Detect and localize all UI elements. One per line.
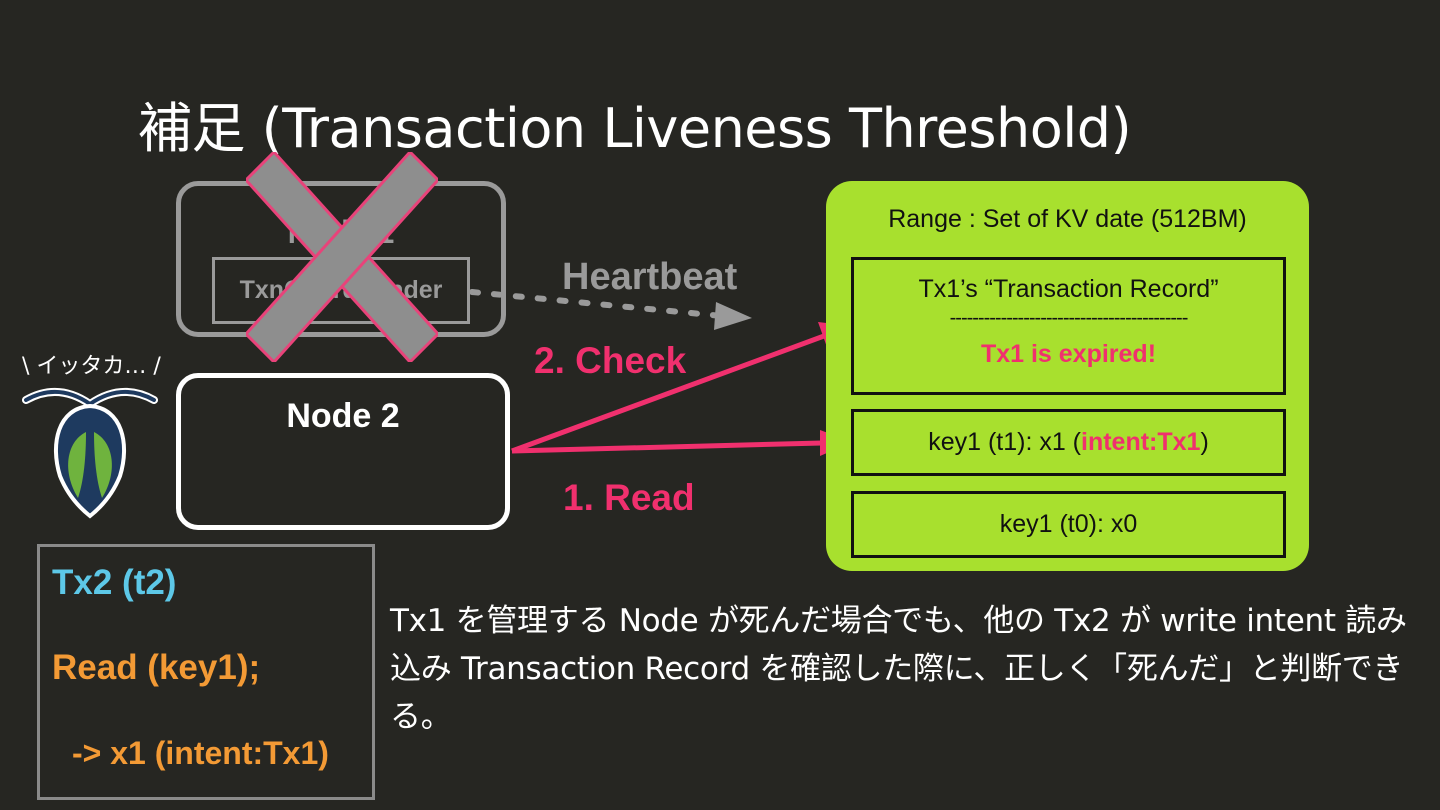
node2-label: Node 2 [176, 397, 510, 436]
heartbeat-arrowhead [714, 302, 752, 330]
transaction-record-title: Tx1’s “Transaction Record” [851, 275, 1286, 304]
description-text: Tx1 を管理する Node が死んだ場合でも、他の Tx2 が write i… [390, 597, 1420, 741]
record-divider: ----------------------------------------… [851, 307, 1286, 330]
code-line-read: Read (key1); [52, 648, 260, 688]
check-step-label: 2. Check [534, 340, 686, 382]
record-status: Tx1 is expired! [851, 340, 1286, 369]
key1-t1-prefix: key1 (t1): x1 ( [928, 428, 1081, 457]
heartbeat-label: Heartbeat [562, 256, 737, 299]
key1-t1-entry: key1 (t1): x1 (intent:Tx1) [851, 409, 1286, 476]
cockroach-mascot-icon [22, 380, 158, 520]
key1-t0-entry: key1 (t0): x0 [851, 491, 1286, 558]
key1-t0-text: key1 (t0): x0 [1000, 510, 1138, 539]
cross-mark-icon [246, 152, 438, 362]
key1-t1-intent: intent:Tx1 [1081, 428, 1200, 457]
range-title: Range : Set of KV date (512BM) [826, 205, 1309, 234]
key1-t1-suffix: ) [1200, 428, 1208, 457]
read-step-label: 1. Read [563, 477, 695, 519]
mascot-caption: \ イッタカ… / [22, 348, 161, 380]
read-arrow [512, 443, 822, 451]
code-line-tx2: Tx2 (t2) [52, 563, 176, 603]
code-line-result: -> x1 (intent:Tx1) [72, 735, 329, 772]
